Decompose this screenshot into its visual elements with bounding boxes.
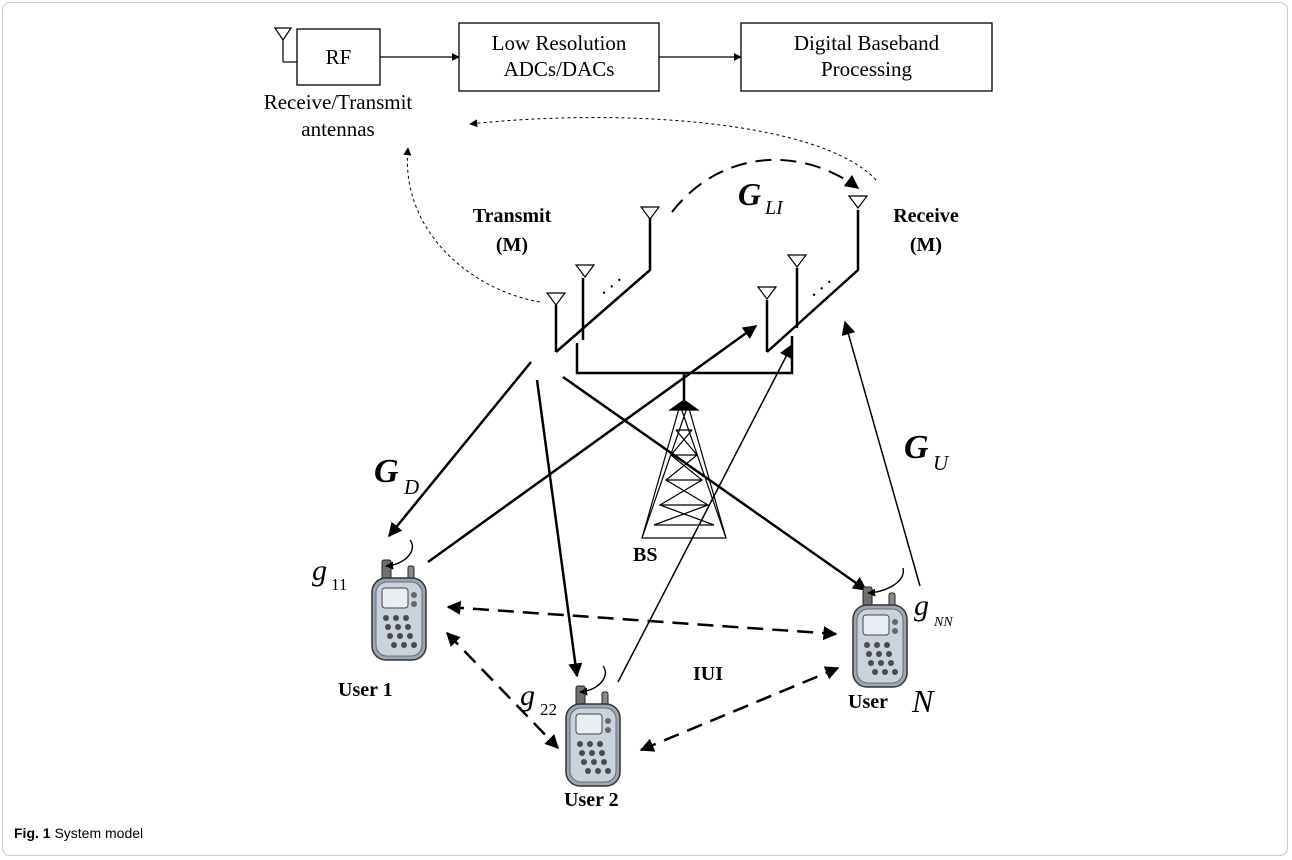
- user2-self-interference-arc: [579, 665, 607, 696]
- svg-text:g: g: [520, 679, 535, 712]
- transmit-array: [554, 218, 652, 353]
- svg-text:G: G: [738, 176, 761, 212]
- rf-antenna-icon: [273, 27, 297, 63]
- antenna-label-line2: antennas: [301, 117, 374, 141]
- receive-label-line2: (M): [910, 234, 942, 256]
- transmit-label-line1: Transmit: [473, 205, 552, 227]
- transmit-to-antenna-dotted-arrow: [403, 147, 541, 303]
- block-chain: RF Low Resolution ADCs/DACs Digital Base…: [264, 22, 993, 141]
- svg-text:g: g: [914, 589, 929, 622]
- transmit-label-line2: (M): [496, 234, 528, 256]
- bs-tower-icon: [641, 390, 727, 539]
- adc-block: [458, 22, 660, 92]
- svg-text:LI: LI: [764, 197, 784, 219]
- svg-text:G: G: [904, 429, 929, 466]
- caption-text: System model: [54, 825, 144, 841]
- dbp-block: [740, 22, 993, 92]
- bs-label: BS: [633, 544, 657, 566]
- g-d-label: G D: [374, 453, 419, 499]
- caption-label: Fig. 1: [14, 825, 51, 841]
- user1-phone-icon: [371, 559, 427, 661]
- receive-array: [765, 210, 860, 353]
- userN-label-symbol: N: [911, 683, 935, 719]
- receive-label-line1: Receive: [893, 205, 959, 227]
- svg-text:g: g: [312, 554, 327, 587]
- svg-text:G: G: [374, 453, 399, 490]
- transmit-dots: . . .: [592, 266, 625, 299]
- downlink-arrows: [388, 361, 868, 678]
- svg-text:22: 22: [540, 700, 557, 719]
- userN-label-word: User: [848, 691, 888, 713]
- gnn-label: g NN: [914, 589, 953, 630]
- dbp-label-line2: Processing: [821, 57, 912, 81]
- user1-self-interference-arc: [385, 539, 413, 570]
- adc-label-line1: Low Resolution: [492, 31, 627, 55]
- svg-text:D: D: [403, 475, 419, 499]
- g11-label: g 11: [312, 554, 347, 594]
- iui-dashed-arrows: [446, 600, 840, 752]
- user2-phone-icon: [565, 685, 621, 787]
- svg-text:11: 11: [331, 575, 347, 594]
- g-li-label: G LI: [738, 176, 784, 219]
- rf-block: [296, 28, 381, 86]
- adc-label-line2: ADCs/DACs: [504, 57, 615, 81]
- svg-text:NN: NN: [933, 615, 953, 630]
- rf-label: RF: [326, 45, 352, 69]
- user1-label: User 1: [338, 679, 393, 701]
- loop-interference-dashed-arrow: [671, 158, 860, 213]
- figure-caption: Fig. 1 System model: [14, 825, 143, 841]
- g-u-label: G U: [904, 429, 950, 475]
- antenna-label-line1: Receive/Transmit: [264, 90, 413, 114]
- dbp-label-line1: Digital Baseband: [794, 31, 940, 55]
- svg-text:U: U: [933, 451, 950, 475]
- uplink-arrows: [427, 320, 921, 683]
- userN-self-interference-arc: [867, 567, 904, 597]
- receive-to-antenna-dotted-arrow: [469, 117, 877, 181]
- user2-label: User 2: [564, 789, 619, 811]
- iui-label: IUI: [693, 663, 723, 685]
- userN-phone-icon: [852, 586, 908, 688]
